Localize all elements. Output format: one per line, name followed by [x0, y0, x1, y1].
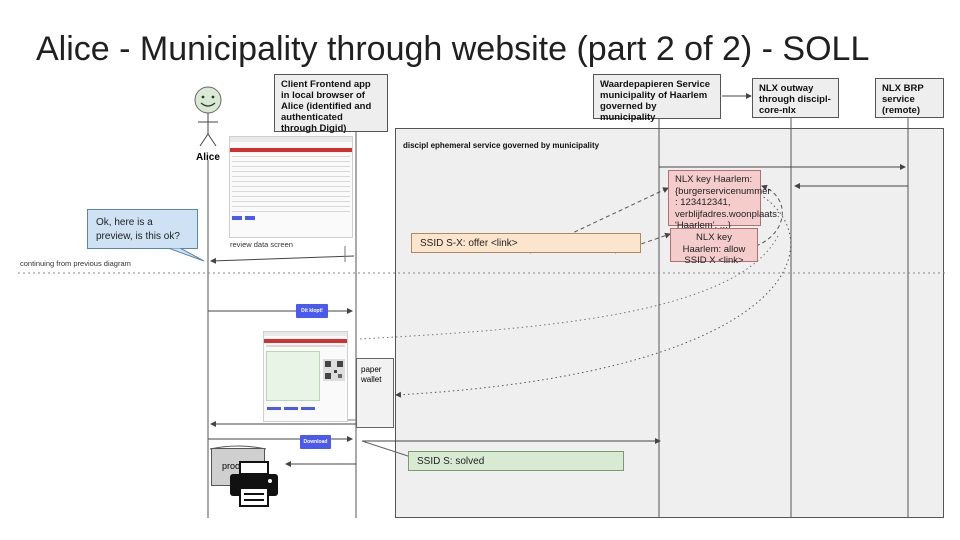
ssid-offer-note: SSID S-X: offer <link>	[411, 233, 641, 253]
nlx-key-allow-note: NLX key Haarlem: allow SSID X <link>	[670, 228, 758, 266]
proof-scroll-edge	[209, 445, 267, 450]
ssid-solved-note: SSID S: solved	[408, 451, 624, 471]
certificate-screenshot	[263, 331, 348, 422]
paper-wallet-box: paper wallet	[356, 358, 394, 428]
continuing-label: continuing from previous diagram	[20, 259, 131, 268]
qr-code-icon	[323, 359, 345, 381]
ephemeral-zone-label: discipl ephemeral service governed by mu…	[403, 141, 600, 150]
page-title: Alice - Municipality through website (pa…	[36, 30, 870, 68]
review-data-screenshot	[229, 136, 353, 238]
nlx-outway-header: NLX outway through discipl-core-nlx	[752, 78, 839, 118]
client-frontend-header: Client Frontend app in local browser of …	[274, 74, 388, 134]
waardepapieren-header: Waardepapieren Service municipality of H…	[593, 74, 721, 123]
preview-bubble: Ok, here is a preview, is this ok?	[87, 209, 198, 249]
printer-icon	[230, 461, 278, 507]
alice-actor	[194, 86, 222, 147]
alice-label: Alice	[196, 152, 220, 163]
nlx-brp-header: NLX BRP service (remote)	[875, 78, 944, 118]
review-screen-caption: review data screen	[230, 240, 293, 249]
nlx-key-data-note: NLX key Haarlem: {burgerservicenummer : …	[668, 170, 780, 231]
download-button[interactable]: Download	[300, 435, 331, 449]
smiley-face-icon	[194, 86, 222, 114]
confirm-button[interactable]: Dit klopt!	[296, 304, 328, 318]
